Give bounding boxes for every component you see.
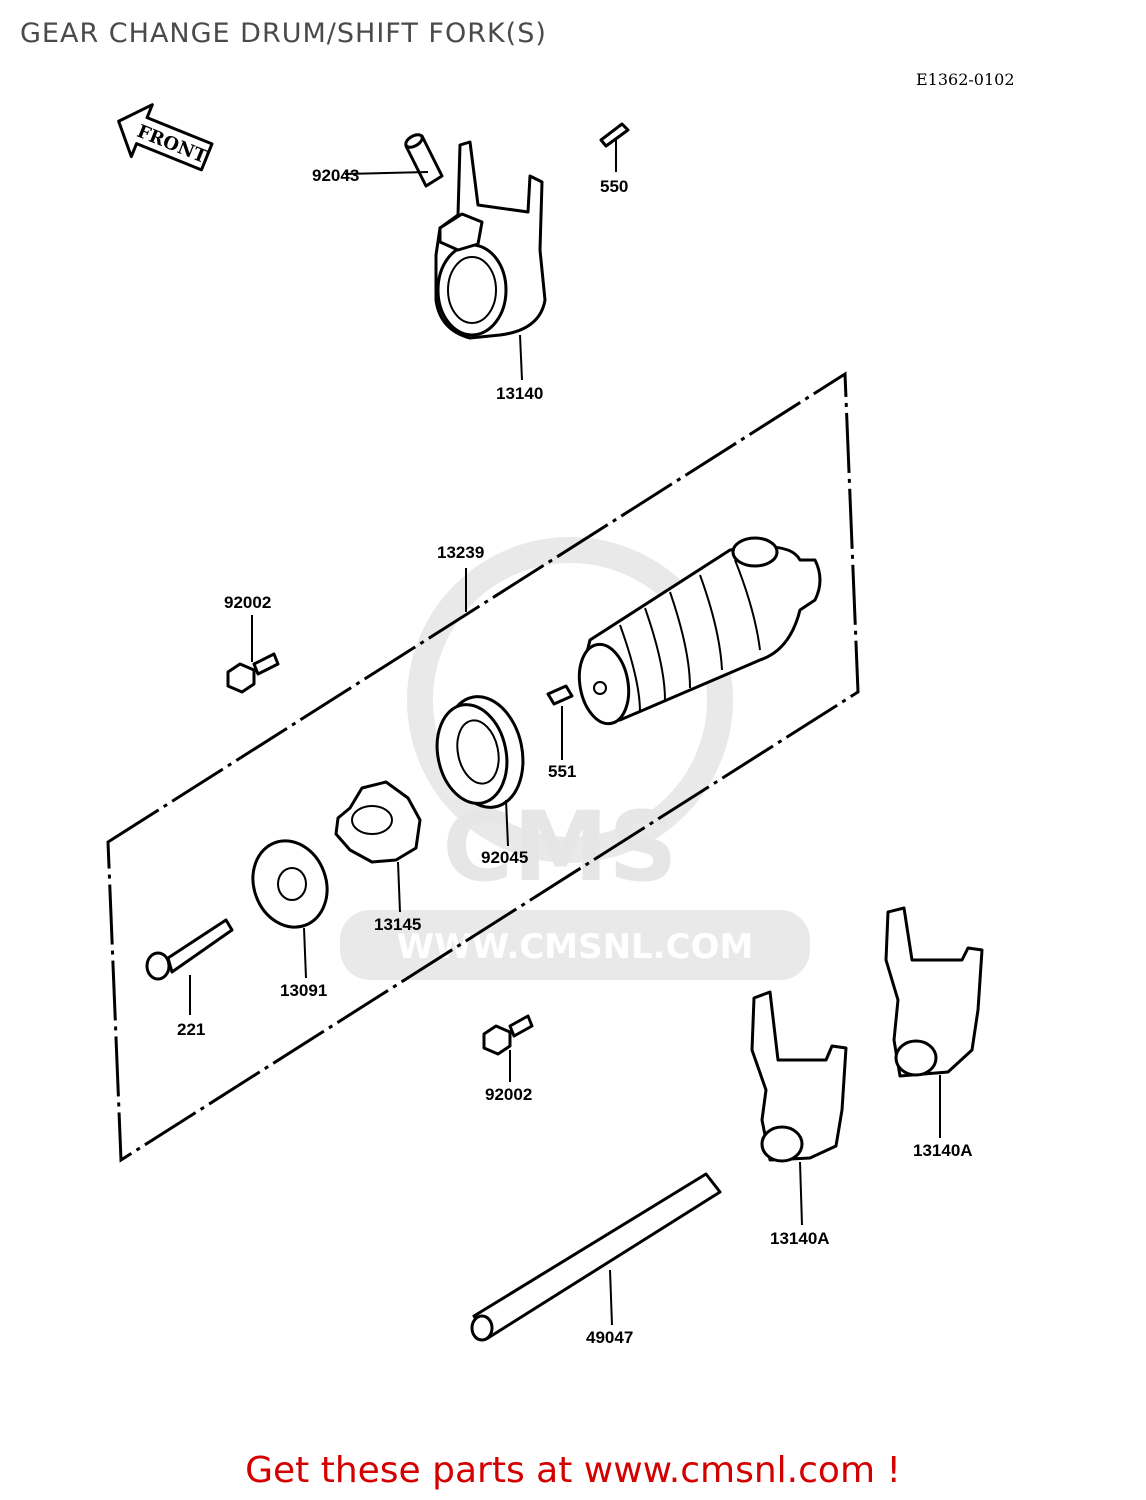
part-92043-pin [404,133,444,188]
callout-221: 221 [177,1020,205,1039]
callout-13140: 13140 [496,384,543,403]
callout-13145: 13145 [374,915,421,934]
part-13140A-fork-center [750,990,848,1163]
part-13140A-fork-right [884,906,984,1078]
footer-promo-text: Get these parts at www.cmsnl.com ! [245,1450,901,1491]
exploded-parts-diagram: CMS WWW.CMSNL.COM FRONT [106,103,984,1347]
callout-92045: 92045 [481,848,528,867]
callout-92002-top: 92002 [224,593,271,612]
reference-code: E1362-0102 [916,70,1015,89]
part-13239-drum [577,536,822,726]
part-92002-screw-bottom [482,1014,534,1056]
front-arrow: FRONT [117,103,214,172]
part-49047-shaft [470,1172,722,1342]
callout-49047: 49047 [586,1328,633,1347]
part-92002-screw-top [226,652,280,694]
part-551-pin [546,684,574,706]
assembly-outline [106,371,860,1163]
callout-13140A-center: 13140A [770,1229,830,1248]
callout-13239: 13239 [437,543,484,562]
callout-92002-bottom: 92002 [485,1085,532,1104]
callout-13140A-right: 13140A [913,1141,973,1160]
part-13140-shift-fork [434,140,547,340]
callout-13091: 13091 [280,981,327,1000]
callout-550: 550 [600,177,628,196]
diagram-title: GEAR CHANGE DRUM/SHIFT FORK(S) [20,18,547,49]
part-92045-bearing [435,695,525,809]
part-13145-cam-plate [334,780,422,864]
watermark-url: WWW.CMSNL.COM [397,927,754,967]
callout-551: 551 [548,762,576,781]
part-221-screw [145,918,234,981]
watermark-brand: CMS [442,791,677,903]
callout-92043: 92043 [312,166,359,185]
part-550-pin [599,122,630,148]
part-13091-plate [251,839,329,929]
